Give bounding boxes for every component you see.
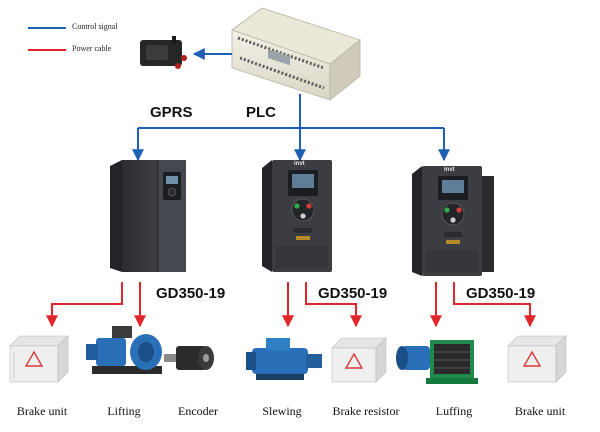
caption-slewing: Slewing	[262, 404, 302, 418]
legend-power-label: Power cable	[72, 44, 112, 53]
caption-lifting: Lifting	[107, 404, 141, 418]
drive-3-icon	[412, 166, 494, 276]
caption-brake-unit-2: Brake unit	[514, 404, 566, 418]
gprs-label: GPRS	[150, 104, 193, 121]
caption-luffing: Luffing	[435, 404, 473, 418]
gprs-module-icon	[140, 36, 187, 69]
brake-unit-1-icon	[9, 335, 69, 383]
drive-3-label: GD350-19	[466, 285, 536, 302]
caption-encoder: Encoder	[178, 404, 218, 418]
plc-label: PLC	[246, 104, 276, 121]
drive-1-icon	[110, 160, 186, 272]
power-cable-lines	[46, 282, 536, 328]
drive-2-icon	[262, 160, 332, 272]
drive-3-brand: invt	[444, 167, 455, 173]
lifting-winch-icon	[86, 326, 162, 374]
plc-unit-icon	[231, 7, 361, 101]
brake-unit-2-icon	[507, 335, 567, 383]
brake-resistor-icon	[331, 337, 387, 383]
luffing-winch-icon	[396, 340, 478, 384]
encoder-icon	[164, 346, 214, 370]
control-signal-lines	[132, 48, 450, 162]
caption-brake-unit-1: Brake unit	[16, 404, 68, 418]
legend	[28, 27, 66, 51]
drive-1-label: GD350-19	[156, 285, 226, 302]
legend-control-label: Control signal	[72, 22, 118, 31]
drive-2-brand: invt	[294, 161, 305, 167]
caption-brake-resistor: Brake resistor	[332, 404, 400, 418]
drive-2-label: GD350-19	[318, 285, 388, 302]
slewing-motor-icon	[246, 338, 322, 380]
